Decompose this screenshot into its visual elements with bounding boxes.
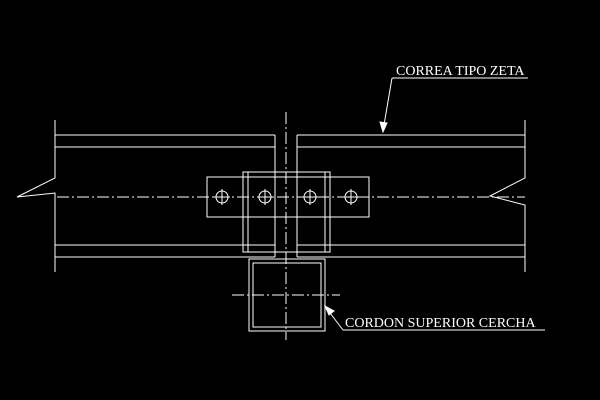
leader-purlin — [379, 77, 528, 134]
purlin-label: CORREA TIPO ZETA — [396, 64, 525, 79]
purlin-right — [296, 120, 526, 272]
leader-arrow-icon — [379, 121, 388, 134]
purlin-left — [16, 120, 276, 272]
leader-truss-chord — [323, 304, 545, 331]
centerlines — [57, 112, 525, 340]
leader-arrow-icon — [323, 304, 335, 316]
truss-chord-label: CORDON SUPERIOR CERCHA — [345, 316, 536, 331]
